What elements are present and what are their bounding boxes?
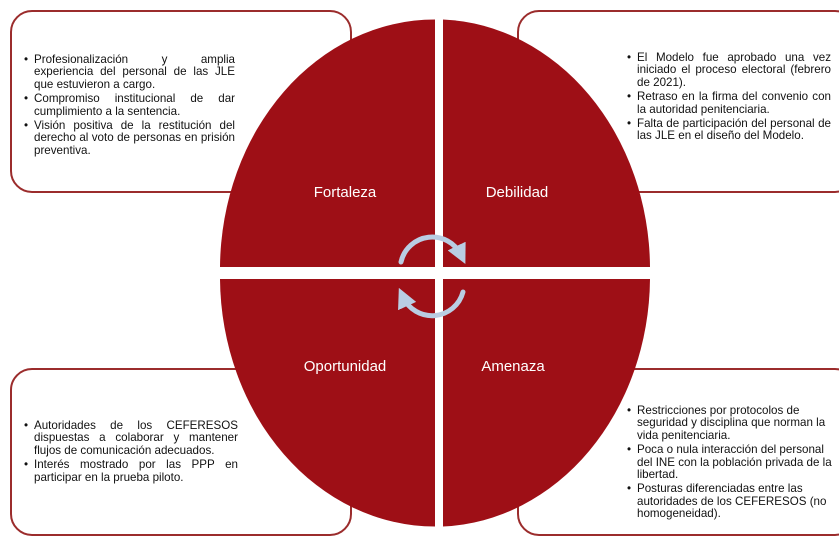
list-item: Compromiso institucional de dar cumplimi… xyxy=(24,93,235,118)
amenaza-label: Amenaza xyxy=(481,358,545,375)
list-item: Autoridades de los CEFERESOS dispuestas … xyxy=(24,419,238,457)
list-item: Retraso en la firma del convenio con la … xyxy=(627,91,831,116)
amenaza-quadrant xyxy=(443,279,650,527)
debilidad-label: Debilidad xyxy=(486,184,549,201)
list-item: Profesionalización y amplia experiencia … xyxy=(24,53,235,91)
cycle-arrows-icon xyxy=(398,234,466,319)
list-item: Interés mostrado por las PPP en particip… xyxy=(24,459,238,484)
list-item: Falta de participación del personal de l… xyxy=(627,117,831,143)
amenaza-list: Restricciones por protocolos de segurida… xyxy=(627,404,839,521)
oportunidad-list: Autoridades de los CEFERESOS dispuestas … xyxy=(24,419,238,484)
list-item: Restricciones por protocolos de segurida… xyxy=(627,404,839,442)
list-item: Visión positiva de la restitución del de… xyxy=(24,119,235,157)
debilidad-box: El Modelo fue aprobado una vez iniciado … xyxy=(517,10,839,193)
list-item: Posturas diferenciadas entre las autorid… xyxy=(627,483,839,520)
fortaleza-quadrant xyxy=(220,19,435,267)
fortaleza-label: Fortaleza xyxy=(314,184,377,201)
oportunidad-label: Oportunidad xyxy=(304,358,387,375)
list-item: Poca o nula interacción del personal del… xyxy=(627,443,839,481)
fortaleza-list: Profesionalización y amplia experiencia … xyxy=(24,53,235,157)
oportunidad-quadrant xyxy=(220,279,435,527)
debilidad-quadrant xyxy=(443,19,650,267)
debilidad-list: El Modelo fue aprobado una vez iniciado … xyxy=(627,51,831,143)
list-item: El Modelo fue aprobado una vez iniciado … xyxy=(627,51,831,89)
